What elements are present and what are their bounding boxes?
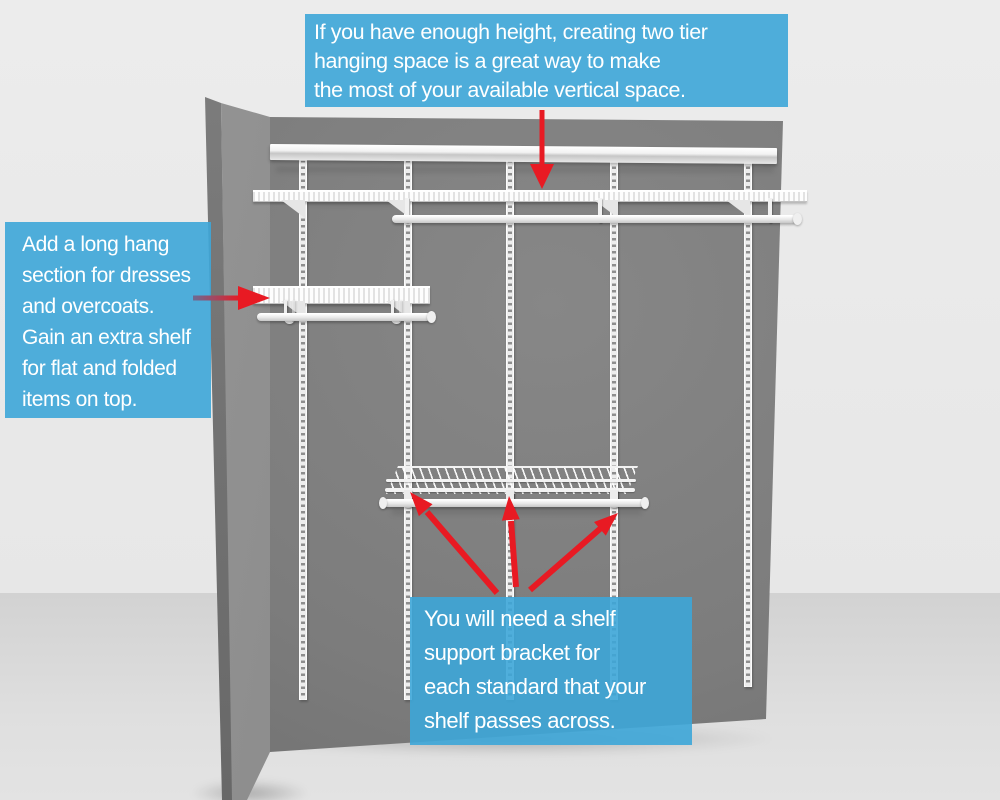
left-rod-hook-1: [284, 300, 295, 324]
mid-shelf-front-rail-2: [385, 488, 635, 492]
left-shelf-shadow: [260, 303, 425, 307]
standard-5: [744, 160, 752, 687]
mid-hang-rod: [383, 499, 645, 507]
note-long-hang-section: Add a long hang section for dresses and …: [5, 222, 211, 418]
left-rod-end-cap: [427, 311, 436, 323]
left-hang-rod: [257, 313, 431, 321]
top-shelf-shadow: [300, 201, 770, 205]
mid-rod-end-cap-left: [379, 497, 387, 509]
top-rod-hook-1: [405, 198, 409, 223]
standard-3: [506, 160, 514, 700]
top-rod-end-cap: [793, 213, 802, 225]
top-rod-hook-2: [598, 198, 602, 223]
mid-shelf-front-rail-1: [386, 479, 636, 482]
mid-shelf-shadow: [392, 509, 642, 514]
top-rod-hook-3: [768, 198, 772, 223]
standard-2: [404, 160, 412, 700]
track-shadow: [276, 167, 774, 172]
standard-4: [610, 160, 618, 700]
note-two-tier-hanging: If you have enough height, creating two …: [305, 14, 788, 107]
standard-1: [299, 160, 307, 700]
top-hang-rod: [392, 215, 796, 223]
note-shelf-support-bracket: You will need a shelf support bracket fo…: [410, 597, 692, 745]
left-rod-hook-2: [391, 300, 402, 324]
left-wire-shelf: [253, 286, 430, 304]
mid-rod-end-cap-right: [641, 497, 649, 509]
top-wire-shelf: [253, 190, 807, 202]
